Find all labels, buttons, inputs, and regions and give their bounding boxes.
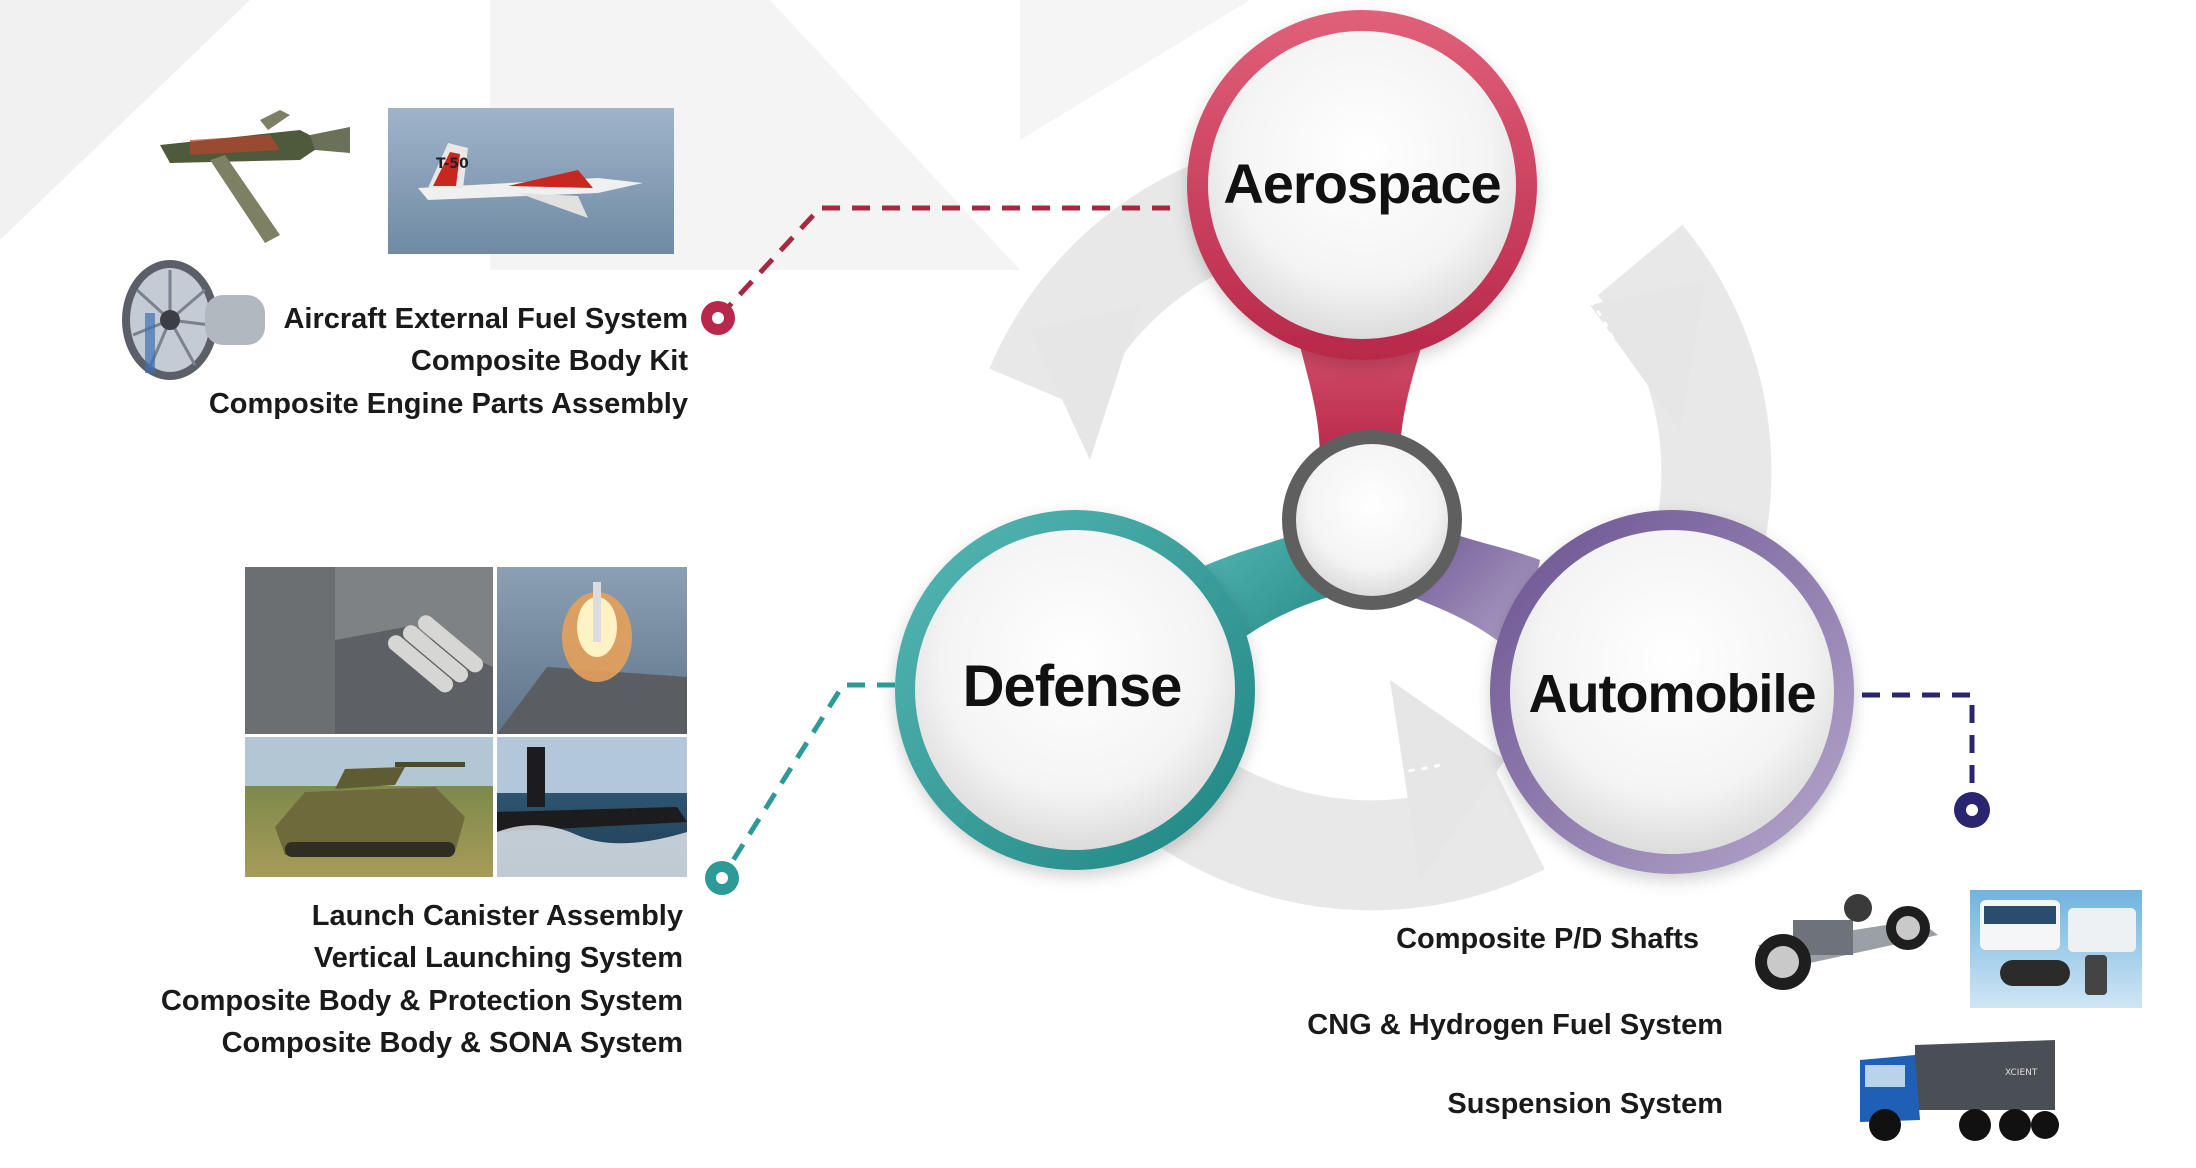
aerospace-label: Aerospace: [1223, 152, 1500, 215]
defense-leader: [705, 682, 895, 895]
automobile-item-3: Suspension System: [1447, 1088, 1723, 1120]
car-chassis-image: [1738, 890, 1948, 1000]
aircraft-cutaway-image: [150, 105, 355, 245]
dump-truck-image: XCIENT: [1855, 1030, 2060, 1148]
missile-launch-image: [497, 567, 687, 734]
center-hub: [1282, 430, 1462, 610]
t50-tail-text: T-50: [436, 156, 469, 172]
truck-badge-text: XCIENT: [2005, 1068, 2038, 1078]
automobile-leader: [1862, 692, 1990, 828]
defense-label: Defense: [963, 654, 1182, 719]
jet-engine-image: [115, 255, 275, 385]
defense-item-4: Composite Body & SONA System: [221, 1027, 683, 1059]
automobile-node: [1490, 510, 1854, 874]
aerospace-item-2: Composite Body Kit: [410, 345, 688, 377]
armored-vehicle-image: [245, 737, 493, 877]
ship-launcher-image: [245, 567, 493, 734]
automobile-label: Automobile: [1529, 664, 1816, 724]
aerospace-node: [1187, 10, 1537, 360]
automobile-item-1: Composite P/D Shafts: [1396, 923, 1699, 955]
aerospace-item-1: Aircraft External Fuel System: [283, 303, 688, 335]
bus-hydrogen-image: [1970, 890, 2142, 1008]
defense-item-1: Launch Canister Assembly: [311, 900, 683, 932]
defense-node: [895, 510, 1255, 870]
defense-item-3: Composite Body & Protection System: [160, 985, 683, 1017]
aerospace-leader: [701, 205, 1170, 335]
submarine-image: [497, 737, 687, 877]
defense-item-2: Vertical Launching System: [313, 942, 683, 974]
automobile-item-2: CNG & Hydrogen Fuel System: [1307, 1009, 1723, 1041]
t50-jet-image: T-50: [388, 108, 674, 254]
aerospace-item-3: Composite Engine Parts Assembly: [208, 388, 688, 420]
